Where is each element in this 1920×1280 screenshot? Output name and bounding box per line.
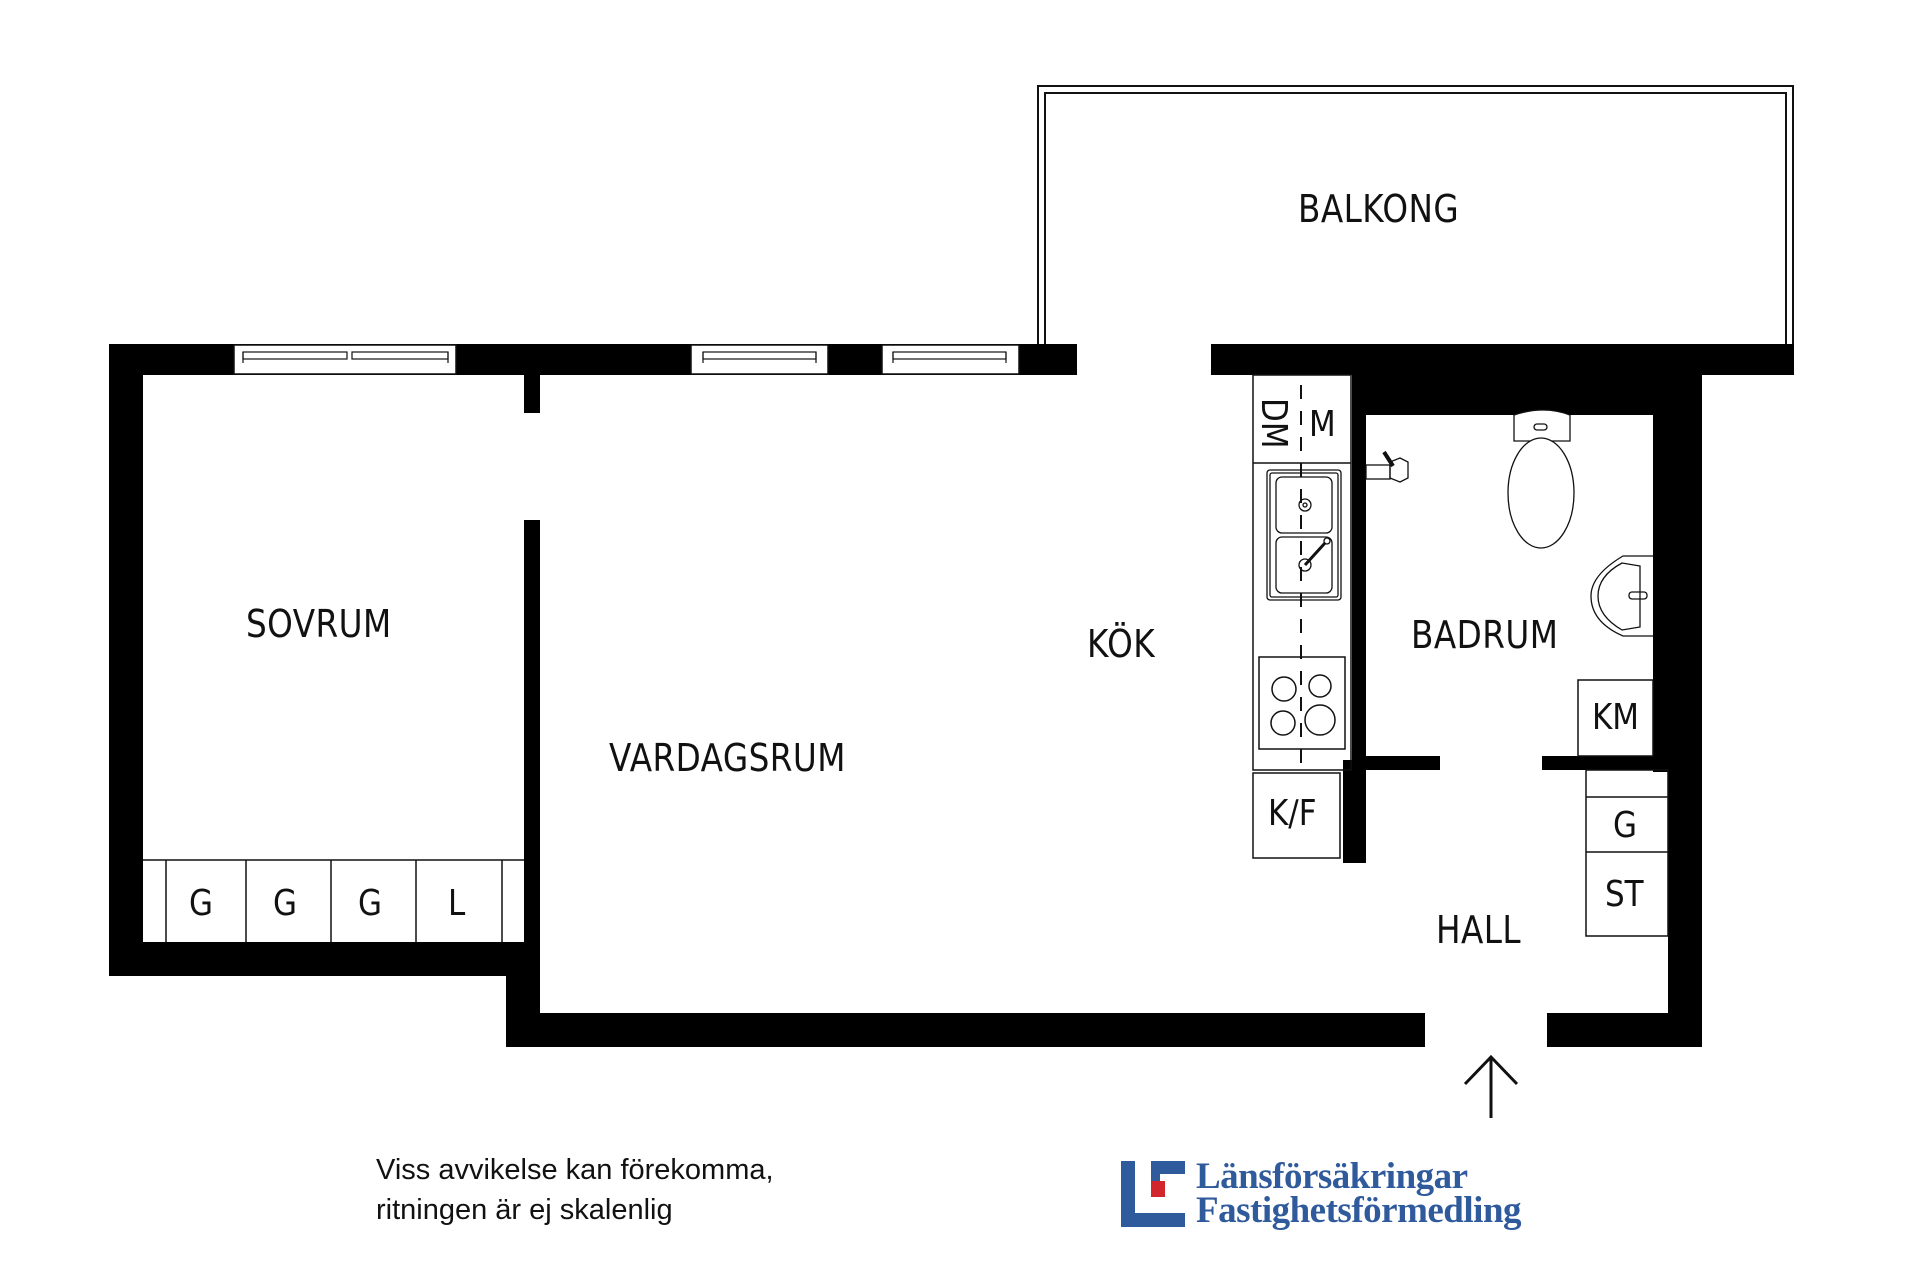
fridge-freezer: [1252, 772, 1341, 859]
disclaimer-line-1: Viss avvikelse kan förekomma,: [376, 1154, 774, 1186]
logo-text: Länsförsäkringar Fastighetsförmedling: [1196, 1156, 1522, 1231]
kitchen-counter: [1252, 374, 1352, 771]
room-label-hall: HALL: [1436, 908, 1522, 952]
disclaimer: Viss avvikelse kan förekomma, ritningen …: [376, 1150, 774, 1230]
wardrobe-label: G: [189, 883, 213, 924]
toilet-icon: [1507, 409, 1575, 549]
hall-closets: [1585, 769, 1669, 937]
dishwasher-label: DM: [1253, 398, 1294, 449]
microwave-label: M: [1309, 404, 1336, 445]
hall-wardrobe-label: G: [1613, 805, 1637, 846]
room-label-bedroom: SOVRUM: [246, 602, 392, 646]
washbasin-icon: [1590, 555, 1653, 637]
hall-storage-label: ST: [1605, 874, 1644, 915]
four-burner-stove-icon: [1258, 656, 1346, 750]
linen-closet-label: L: [448, 883, 466, 924]
windows: [233, 344, 1020, 375]
washing-machine-label: KM: [1592, 697, 1640, 738]
wardrobe-label: G: [358, 883, 382, 924]
bedroom-wardrobes: [143, 859, 524, 942]
walls: [109, 344, 1794, 1047]
double-sink-icon: [1266, 469, 1342, 601]
window: [690, 344, 829, 375]
balcony-railing: [1037, 85, 1794, 344]
window: [233, 344, 457, 375]
arrow-up-icon: [1463, 1054, 1519, 1118]
wardrobe-label: G: [273, 883, 297, 924]
room-label-kitchen: KÖK: [1087, 622, 1156, 666]
room-label-living-room: VARDAGSRUM: [609, 736, 846, 780]
washing-machine: [1577, 679, 1654, 757]
window: [881, 344, 1020, 375]
room-label-balcony: BALKONG: [1298, 187, 1460, 231]
shower-head-icon: [1365, 450, 1409, 483]
logo: Länsförsäkringar Fastighetsförmedling: [1196, 1156, 1522, 1231]
fridge-freezer-label: K/F: [1268, 793, 1317, 834]
disclaimer-line-2: ritningen är ej skalenlig: [376, 1194, 673, 1226]
logo-line-2: Fastighetsförmedling: [1196, 1190, 1522, 1231]
logo-line-1: Länsförsäkringar: [1196, 1156, 1468, 1197]
room-label-bathroom: BADRUM: [1411, 613, 1559, 657]
logo-mark-icon: [1121, 1161, 1185, 1227]
